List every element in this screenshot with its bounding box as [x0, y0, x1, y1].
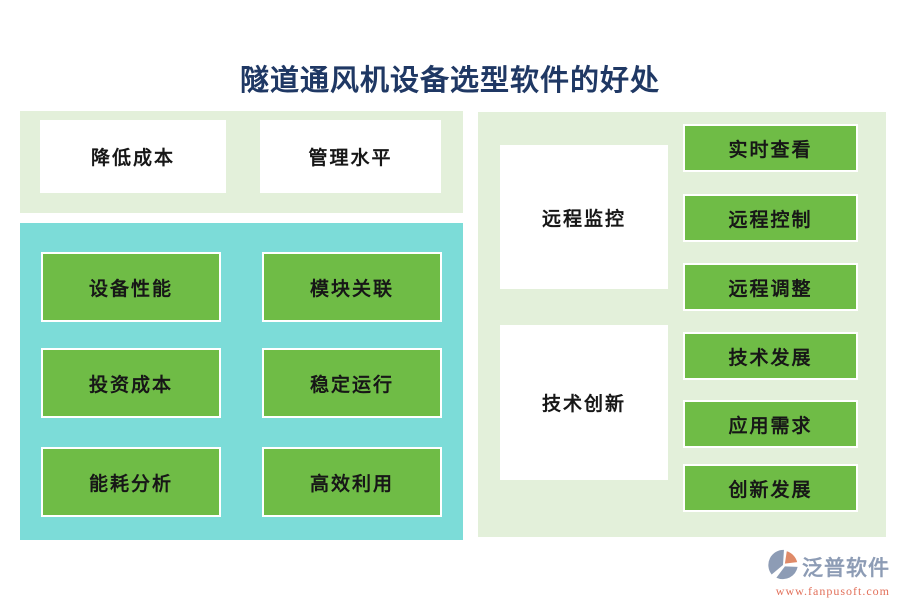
panel-right-groups: 远程监控 实时查看 远程控制 远程调整 技术创新 技术发展 应用需求 创新发展 — [478, 112, 886, 537]
benefit-box-cost-reduction: 降低成本 — [40, 120, 226, 193]
fanpu-swirl-logo-icon — [766, 548, 800, 586]
group-box-tech-innovation: 技术创新 — [500, 325, 668, 480]
item-box-innovation-development: 创新发展 — [683, 464, 858, 512]
panel-core-features: 设备性能 模块关联 投资成本 稳定运行 能耗分析 高效利用 — [20, 223, 463, 540]
item-box-remote-control: 远程控制 — [683, 194, 858, 242]
brand-url: www.fanpusoft.com — [775, 584, 890, 598]
feature-box-efficient-use: 高效利用 — [262, 447, 442, 517]
footer-brand-watermark: 泛普软件 www.fanpusoft.com — [766, 548, 890, 599]
item-box-realtime-view: 实时查看 — [683, 124, 858, 172]
item-box-application-demand: 应用需求 — [683, 400, 858, 448]
feature-box-module-association: 模块关联 — [262, 252, 442, 322]
benefit-box-management-level: 管理水平 — [260, 120, 441, 193]
feature-box-energy-analysis: 能耗分析 — [41, 447, 221, 517]
group-box-remote-monitoring: 远程监控 — [500, 145, 668, 289]
panel-top-benefits: 降低成本 管理水平 — [20, 111, 463, 213]
feature-box-stable-operation: 稳定运行 — [262, 348, 442, 418]
brand-name: 泛普软件 — [802, 555, 890, 580]
feature-box-equipment-performance: 设备性能 — [41, 252, 221, 322]
feature-box-investment-cost: 投资成本 — [41, 348, 221, 418]
item-box-remote-adjust: 远程调整 — [683, 263, 858, 311]
page-title: 隧道通风机设备选型软件的好处 — [239, 63, 660, 97]
item-box-tech-development: 技术发展 — [683, 332, 858, 380]
